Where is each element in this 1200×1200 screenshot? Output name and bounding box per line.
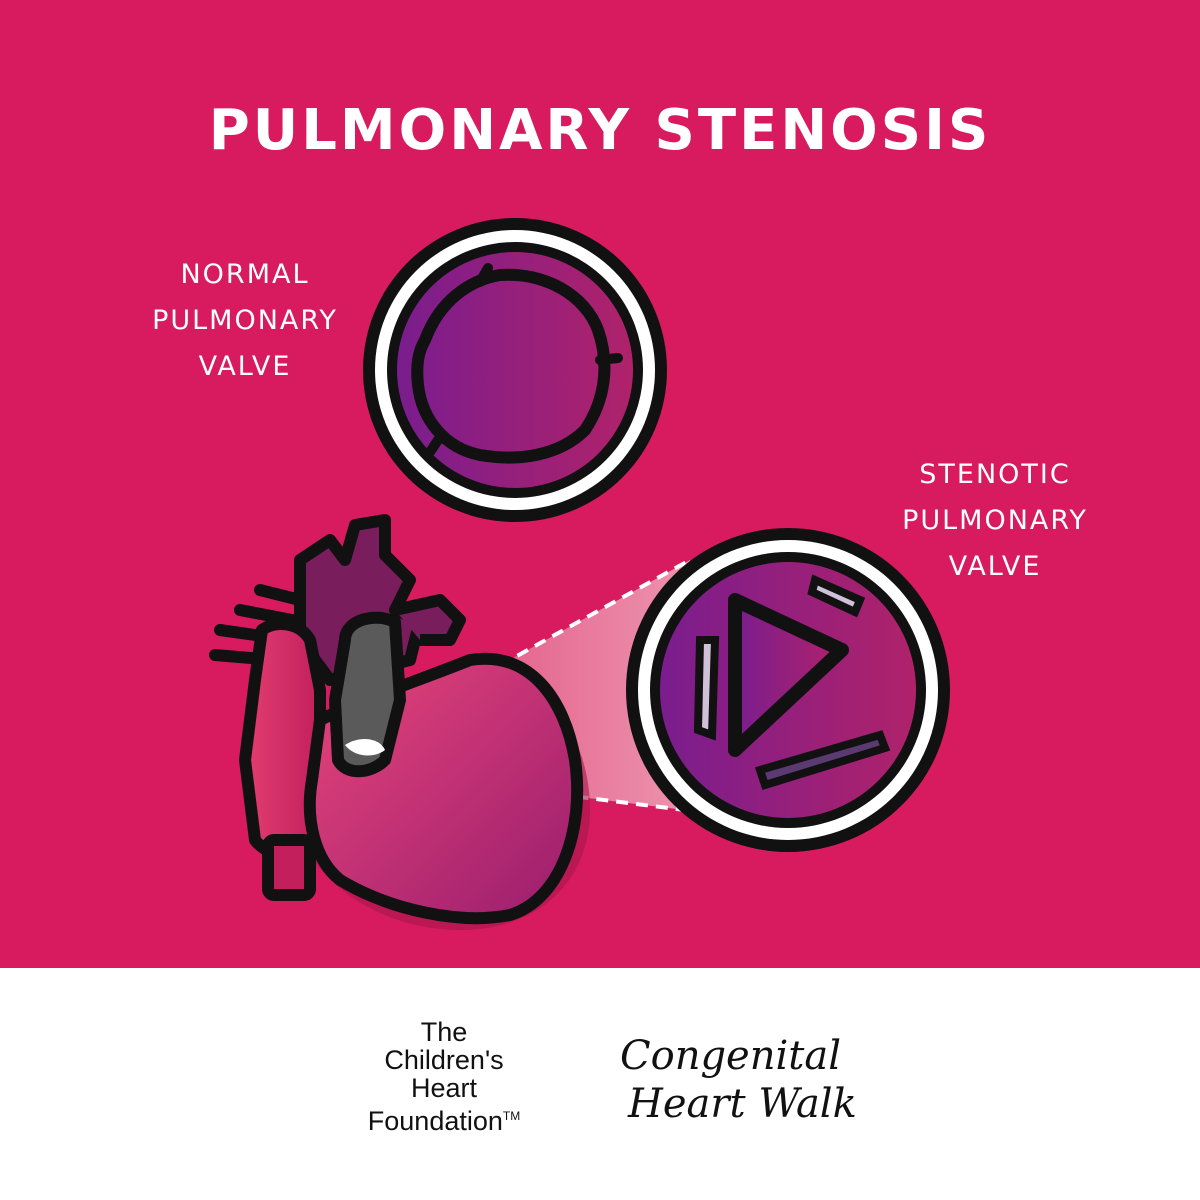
chf-line-4: FoundationTM: [344, 1102, 544, 1135]
label-normal-line-3: Valve: [198, 351, 292, 382]
label-normal-line-2: Pulmonary: [152, 305, 338, 336]
heart-illustration: [209, 514, 590, 930]
page-title: Pulmonary Stenosis: [208, 98, 992, 163]
label-stenotic-valve: Stenotic Pulmonary Valve: [860, 452, 1130, 590]
footer: [0, 968, 1200, 1200]
chf-line-1: The: [420, 1017, 468, 1047]
trademark-mark: TM: [502, 1109, 521, 1123]
walk-line-2: Heart Walk: [628, 1081, 857, 1127]
heart-walk-logo-text: Congenital Heart Walk: [620, 1032, 880, 1128]
label-normal-line-1: Normal: [180, 259, 310, 290]
label-stenotic-line-1: Stenotic: [919, 459, 1071, 490]
chf-line-2: Children's: [384, 1045, 504, 1075]
chf-logo-text: The Children's Heart FoundationTM: [344, 1018, 544, 1135]
label-normal-valve: Normal Pulmonary Valve: [100, 252, 390, 390]
chf-line-4-text: Foundation: [367, 1106, 503, 1136]
stenotic-valve-icon: [626, 528, 950, 852]
label-stenotic-line-2: Pulmonary: [902, 505, 1088, 536]
walk-line-1: Congenital: [620, 1033, 841, 1079]
normal-valve-icon: [363, 218, 667, 522]
label-stenotic-line-3: Valve: [948, 551, 1042, 582]
chf-line-3: Heart: [410, 1073, 478, 1103]
